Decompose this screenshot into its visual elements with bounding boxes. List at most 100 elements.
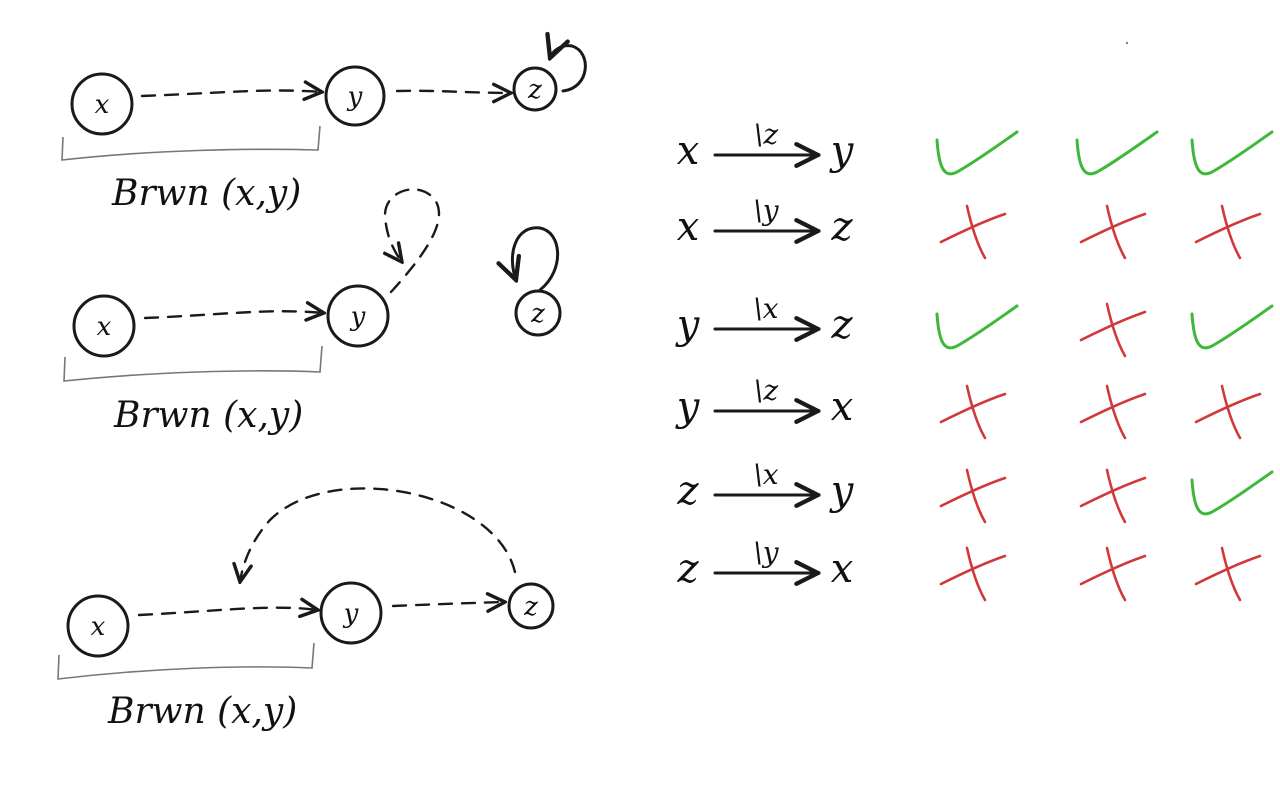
cross-mark-icon (1079, 468, 1147, 524)
cross-stroke (939, 392, 1007, 424)
row-to-node: y (829, 468, 855, 514)
graph-2-node-x-label: x (97, 312, 112, 342)
graph-1-label: Brwn (x,y) (111, 173, 301, 214)
table-row: y \x z (675, 292, 1274, 358)
table-row: z \y x (676, 536, 1262, 602)
cross-stroke (939, 554, 1007, 586)
row-condition: \z (754, 118, 778, 151)
graph-1-node-z (512, 66, 558, 112)
cross-mark-icon (1194, 384, 1262, 440)
cross-stroke (1220, 546, 1242, 602)
row-to-node: z (830, 302, 853, 348)
check-mark-icon (1190, 130, 1274, 176)
graph-3-node-z (507, 582, 555, 630)
graph-2-node-z-label: z (530, 299, 545, 329)
row-from-node: x (677, 204, 700, 250)
graph-1-node-x (70, 72, 134, 136)
row-from-node: z (676, 546, 699, 592)
graph-2-bracket (63, 345, 323, 382)
row-to-node: z (830, 204, 853, 250)
graph-2-self-loop-z (512, 226, 560, 292)
cross-stroke (1220, 204, 1242, 260)
graph-2-self-loop-y (385, 188, 441, 294)
row-from-node: x (677, 128, 700, 174)
graph-3-node-x-label: x (91, 612, 106, 642)
graph-3: x y z Brwn (x,y) (57, 487, 555, 732)
cross-stroke (1105, 302, 1127, 358)
row-condition: \y (753, 194, 779, 227)
graph-3-node-y-label: y (343, 599, 359, 629)
cross-stroke (1079, 476, 1147, 508)
row-to-node: x (831, 384, 854, 430)
graph-1-node-x-label: x (95, 90, 110, 120)
row-from-node: y (675, 384, 701, 430)
cross-stroke (1079, 554, 1147, 586)
cross-mark-icon (1079, 384, 1147, 440)
graph-3-edge-y-z (391, 602, 505, 606)
cross-stroke (1079, 310, 1147, 342)
graph-2: x y z Brwn (x,y) (63, 188, 562, 436)
cross-stroke (965, 468, 987, 524)
cross-stroke (939, 212, 1007, 244)
cross-stroke (1220, 384, 1242, 440)
cross-stroke (1079, 212, 1147, 244)
table-row: y \z x (675, 374, 1262, 440)
cross-stroke (1079, 392, 1147, 424)
row-to-node: y (829, 128, 855, 174)
graph-3-label: Brwn (x,y) (107, 691, 297, 732)
table-row: x \y z (677, 194, 1262, 260)
cross-mark-icon (1079, 546, 1147, 602)
cross-stroke (1105, 468, 1127, 524)
stray-mark (1125, 41, 1129, 45)
check-mark-icon (935, 304, 1019, 350)
cross-stroke (1105, 204, 1127, 260)
cross-stroke (1105, 546, 1127, 602)
graph-1: x y z Brwn (x,y) (61, 46, 587, 214)
cross-mark-icon (1194, 204, 1262, 260)
check-mark-icon (1075, 130, 1159, 176)
graph-1-node-y-label: y (347, 82, 363, 112)
cross-stroke (965, 546, 987, 602)
row-to-node: x (831, 546, 854, 592)
row-from-node: y (675, 302, 701, 348)
row-condition: \y (753, 536, 779, 569)
cross-mark-icon (939, 384, 1007, 440)
check-mark-icon (1190, 470, 1274, 516)
row-condition: \x (753, 458, 778, 491)
table-row: z \x y (676, 458, 1274, 524)
cross-stroke (965, 384, 987, 440)
cross-mark-icon (939, 546, 1007, 602)
row-condition: \x (753, 292, 778, 325)
cross-mark-icon (1079, 204, 1147, 260)
row-from-node: z (676, 468, 699, 514)
graph-2-label: Brwn (x,y) (113, 395, 303, 436)
graph-1-self-loop-z (550, 46, 587, 93)
graph-3-bracket (57, 642, 315, 680)
graph-1-edge-y-z (395, 91, 511, 93)
check-mark-icon (1190, 304, 1274, 350)
graph-1-edge-x-y (140, 91, 322, 96)
graph-2-node-z (514, 289, 562, 337)
graph-3-edge-z-back (240, 487, 517, 582)
cross-stroke (1194, 392, 1262, 424)
graph-1-bracket (61, 125, 321, 161)
cross-stroke (939, 476, 1007, 508)
graph-2-node-y-label: y (350, 302, 366, 332)
cross-mark-icon (1194, 546, 1262, 602)
graph-1-node-z-label: z (527, 75, 542, 105)
graph-2-node-x (72, 294, 136, 358)
cross-stroke (965, 204, 987, 260)
graph-3-edge-x-y (137, 608, 318, 615)
cross-stroke (1194, 212, 1262, 244)
table-row: x \z y (677, 118, 1274, 176)
cross-mark-icon (1079, 302, 1147, 358)
cross-stroke (1194, 554, 1262, 586)
cross-stroke (1105, 384, 1127, 440)
row-condition: \z (754, 374, 778, 407)
cross-mark-icon (939, 468, 1007, 524)
check-mark-icon (935, 130, 1019, 176)
graph-3-node-z-label: z (523, 592, 538, 622)
cross-mark-icon (939, 204, 1007, 260)
